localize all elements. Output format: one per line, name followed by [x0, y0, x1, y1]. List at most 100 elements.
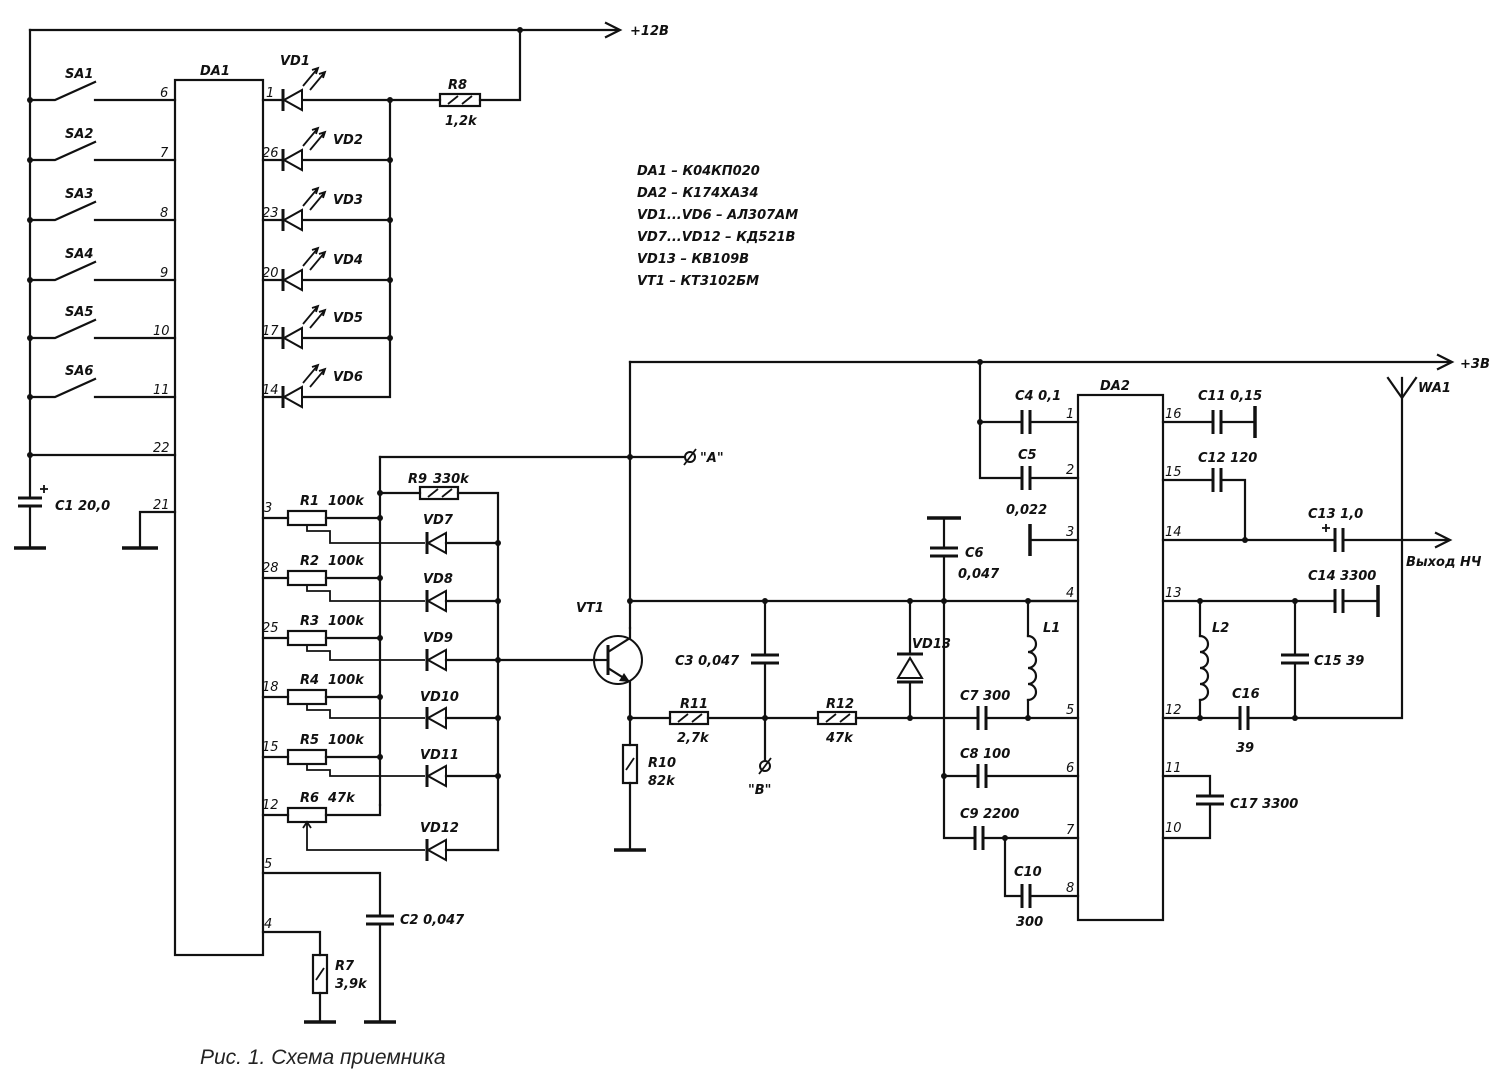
- tuning-block: [261, 455, 692, 862]
- da2-pin: 3: [1066, 525, 1074, 540]
- da1-pin: 4: [264, 917, 272, 932]
- da1-pin: 10: [153, 324, 170, 339]
- da1-pin: 3: [264, 501, 272, 516]
- r9-value: 330k: [433, 472, 470, 487]
- c3-label: C3 0,047: [675, 654, 740, 669]
- da1-pin: 28: [262, 561, 279, 576]
- vd4-label: VD4: [333, 253, 363, 268]
- da2-pin: 16: [1165, 407, 1182, 422]
- diode-vd12: [425, 838, 500, 862]
- c15-label: C15 39: [1314, 654, 1364, 669]
- da2-pin: 10: [1165, 821, 1182, 836]
- l1-label: L1: [1043, 621, 1060, 636]
- r7-value: 3,9k: [335, 977, 368, 992]
- c10-value: 300: [1016, 915, 1043, 930]
- vd6-label: VD6: [333, 370, 363, 385]
- da2-pin: 2: [1066, 463, 1074, 478]
- r6-value: 47k: [327, 791, 356, 806]
- r1-value: 100k: [328, 494, 365, 509]
- antenna-label: WA1: [1418, 381, 1451, 396]
- c6-label: C6: [965, 546, 984, 561]
- da2-pin: 13: [1165, 586, 1182, 601]
- diode-vd9: [425, 648, 598, 672]
- r2-value: 100k: [328, 554, 365, 569]
- parts-list-item: DA1 – К04КП020: [637, 164, 760, 179]
- r8-label: R8: [448, 78, 467, 93]
- r6-label: R6: [300, 791, 319, 806]
- da2-pin: 5: [1066, 703, 1074, 718]
- da2-pin: 15: [1165, 465, 1182, 480]
- da1-chip: [173, 78, 265, 957]
- c10-label: C10: [1014, 865, 1042, 880]
- parts-list-item: VD13 – КВ109В: [637, 252, 749, 267]
- pot-row-r4: [261, 688, 425, 719]
- r3-value: 100k: [328, 614, 365, 629]
- pot-row-r1: [261, 509, 425, 544]
- sa2-label: SA2: [65, 127, 93, 142]
- c13-label: C13 1,0: [1308, 507, 1363, 522]
- diode-vd8: [425, 589, 500, 613]
- da1-pin: 11: [153, 383, 170, 398]
- pot-row-r2: [261, 569, 425, 602]
- da1-pin: 5: [264, 857, 272, 872]
- vd9-label: VD9: [423, 631, 453, 646]
- vd11-label: VD11: [420, 748, 459, 763]
- sa1-label: SA1: [65, 67, 93, 82]
- parts-list: DA1 – К04КП020 DA2 – К174ХА34 VD1...VD6 …: [637, 164, 798, 289]
- r2-label: R2: [300, 554, 319, 569]
- c5-label: C5: [1018, 448, 1037, 463]
- point-a-label: "А": [700, 451, 724, 466]
- switch-group: [27, 80, 177, 550]
- vd12-label: VD12: [420, 821, 459, 836]
- c11-label: C11 0,15: [1198, 389, 1262, 404]
- c16-value: 39: [1236, 741, 1254, 756]
- figure-caption: Рис. 1. Схема приемника: [200, 1046, 446, 1069]
- da2-pin: 1: [1066, 407, 1074, 422]
- da1-pin: 8: [160, 206, 168, 221]
- c7-label: C7 300: [960, 689, 1010, 704]
- da1-pin: 25: [262, 621, 279, 636]
- da2-chip: [1076, 393, 1165, 922]
- da1-pin: 6: [160, 86, 168, 101]
- c6-value: 0,047: [958, 567, 1000, 582]
- vd1-label: VD1: [280, 54, 310, 69]
- r8-resistor: [438, 92, 482, 108]
- parts-list-item: VD1...VD6 – АЛ307АМ: [637, 208, 798, 223]
- r7-label: R7: [335, 959, 355, 974]
- parts-list-item: DA2 – К174ХА34: [637, 186, 758, 201]
- da1-pin: 22: [153, 441, 170, 456]
- r8-value: 1,2k: [445, 114, 478, 129]
- c2-r7-group: [261, 871, 396, 1024]
- sa5-label: SA5: [65, 305, 93, 320]
- r1-label: R1: [300, 494, 319, 509]
- r10-value: 82k: [648, 774, 676, 789]
- c2-label: C2 0,047: [400, 913, 465, 928]
- c12-label: C12 120: [1198, 451, 1257, 466]
- da2-pin: 14: [1165, 525, 1182, 540]
- c14-label: C14 3300: [1308, 569, 1376, 584]
- r5-label: R5: [300, 733, 319, 748]
- r11-label: R11: [680, 697, 708, 712]
- da2-right-network: [1161, 376, 1453, 840]
- r9-label: R9: [408, 472, 427, 487]
- l2-label: L2: [1212, 621, 1229, 636]
- vd2-label: VD2: [333, 133, 363, 148]
- vt1-label: VT1: [576, 601, 604, 616]
- r4-value: 100k: [328, 673, 365, 688]
- diode-vd7: [425, 531, 500, 555]
- plus12-rail: [28, 21, 623, 457]
- c9-label: C9 2200: [960, 807, 1019, 822]
- vd7-label: VD7: [423, 513, 454, 528]
- pot-row-r5: [261, 748, 425, 777]
- da1-pin: 23: [262, 206, 279, 221]
- da1-pin: 17: [262, 324, 279, 339]
- vt1-stage: [593, 353, 1455, 852]
- c5-value: 0,022: [1006, 503, 1047, 518]
- da1-pin: 26: [262, 146, 279, 161]
- pot-row-r6: [261, 803, 425, 851]
- da1-pin: 12: [262, 798, 279, 813]
- sa4-label: SA4: [65, 247, 93, 262]
- sa6-label: SA6: [65, 364, 93, 379]
- da1-pin: 14: [262, 383, 279, 398]
